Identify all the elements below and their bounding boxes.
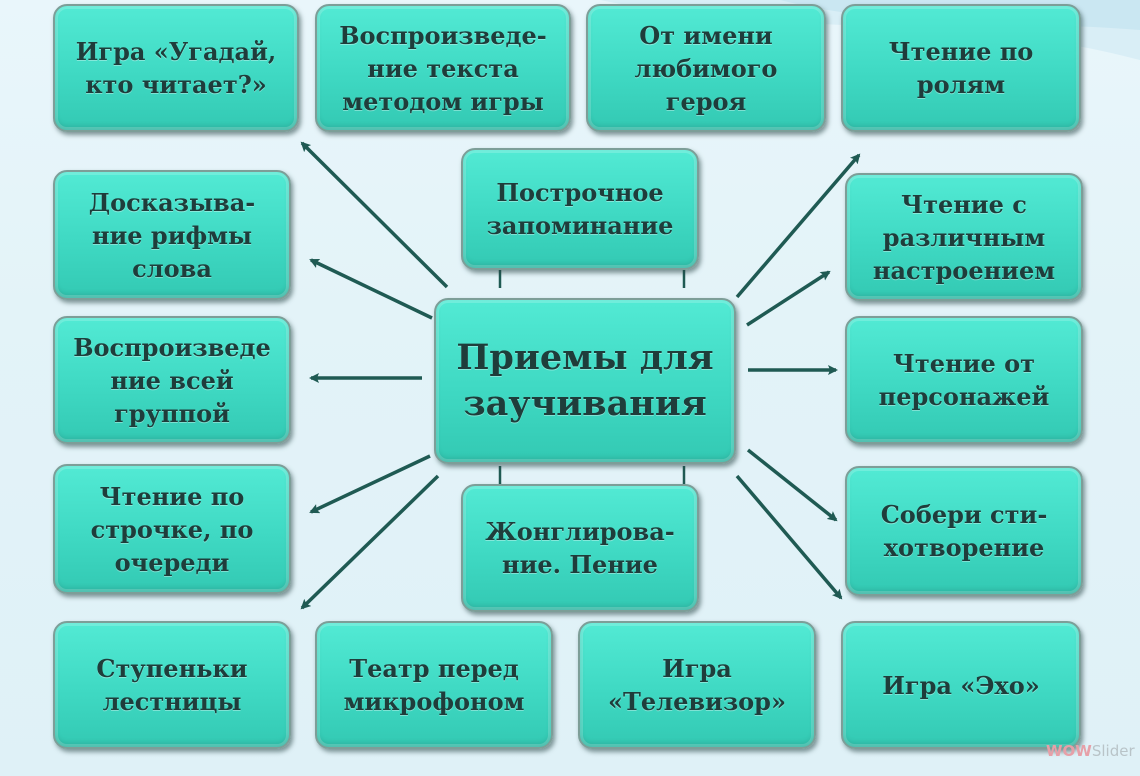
method-label: Игра «Телевизор» — [608, 654, 786, 716]
method-label: Игра «Эхо» — [882, 670, 1040, 700]
arrow-to-echo — [735, 474, 843, 600]
method-label: Чтение по ролям — [888, 37, 1034, 99]
method-roles: Чтение по ролям — [841, 4, 1081, 132]
method-label: От имени любимого героя — [634, 20, 778, 116]
method-label: Построчное запоминание — [486, 178, 674, 240]
method-by-line: Чтение по строчке, по очереди — [53, 464, 291, 594]
center-box: Приемы для заучивания — [434, 298, 736, 464]
method-juggling: Жонглирова- ние. Пение — [461, 484, 699, 612]
center-label: Приемы для заучивания — [456, 337, 714, 424]
method-label: Воспроизведе ние всей группой — [73, 332, 271, 428]
arrow-to-assemble — [746, 448, 838, 522]
arrow-to-moods — [746, 270, 831, 327]
arrow-to-by-line — [309, 454, 431, 514]
method-favorite-hero: От имени любимого героя — [586, 4, 826, 132]
method-characters: Чтение от персонажей — [845, 316, 1083, 444]
method-label: Театр перед микрофоном — [343, 654, 525, 716]
method-line-memorize: Построчное запоминание — [461, 148, 699, 270]
method-tv: Игра «Телевизор» — [578, 621, 816, 749]
method-moods: Чтение с различным настроением — [845, 173, 1083, 301]
method-label: Чтение с различным настроением — [872, 189, 1056, 285]
method-label: Игра «Угадай, кто читает?» — [75, 37, 277, 99]
watermark-logo: WOWSlider — [1046, 742, 1135, 760]
arrow-to-rhyme — [309, 258, 433, 320]
method-assemble: Собери сти- хотворение — [845, 466, 1083, 596]
method-label: Чтение по строчке, по очереди — [90, 481, 254, 577]
method-label: Чтение от персонажей — [878, 349, 1050, 411]
arrow-to-guess-who — [300, 141, 449, 289]
method-group: Воспроизведе ние всей группой — [53, 316, 291, 444]
arrow-to-stairs — [300, 474, 440, 610]
method-label: Жонглирова- ние. Пение — [485, 517, 675, 579]
watermark-brand-a: WOW — [1046, 742, 1092, 760]
method-label: Ступеньки лестницы — [96, 654, 248, 716]
method-theatre: Театр перед микрофоном — [315, 621, 553, 749]
method-echo: Игра «Эхо» — [841, 621, 1081, 749]
method-stairs: Ступеньки лестницы — [53, 621, 291, 749]
method-label: Воспроизведе- ние текста методом игры — [339, 20, 547, 116]
watermark-brand-b: Slider — [1091, 742, 1135, 760]
method-game-reproduction: Воспроизведе- ние текста методом игры — [315, 4, 571, 132]
method-label: Досказыва- ние рифмы слова — [88, 187, 256, 283]
method-rhyme: Досказыва- ние рифмы слова — [53, 170, 291, 300]
method-guess-who: Игра «Угадай, кто читает?» — [53, 4, 299, 132]
method-label: Собери сти- хотворение — [880, 500, 1048, 562]
arrow-to-roles — [735, 153, 861, 299]
